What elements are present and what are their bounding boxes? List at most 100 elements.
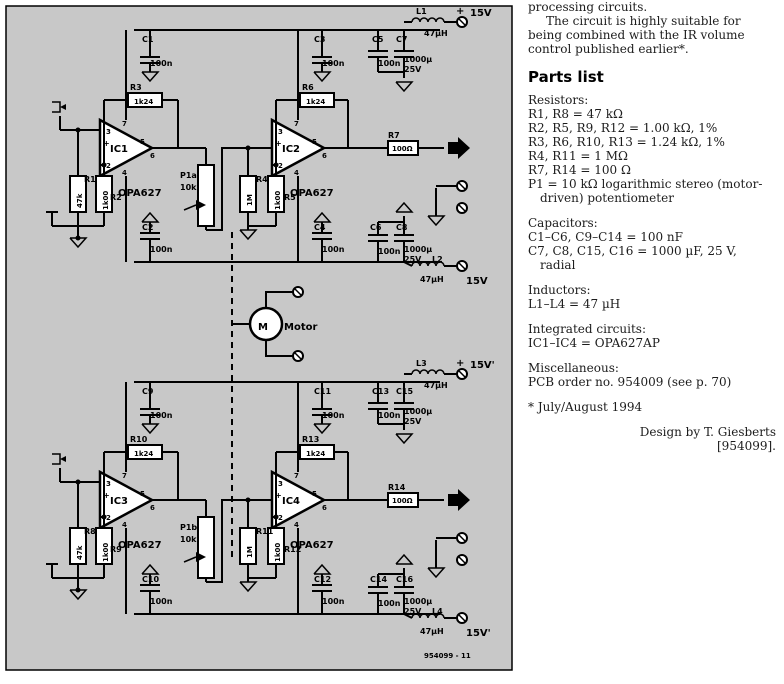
part-line: C7, C8, C15, C16 = 1000 µF, 25 V, (528, 244, 737, 258)
opamp-type-label: OPA627 (118, 540, 162, 551)
part-line: P1 = 10 kΩ logarithmic stereo (motor- (528, 177, 763, 191)
opamp-plus-sign: + (275, 139, 282, 148)
component-value: 100n (150, 411, 173, 420)
pin-number: 3 (278, 128, 283, 136)
opamp-symbol (98, 469, 155, 531)
section-title: Capacitors: (528, 216, 598, 230)
supply-label: 15V (466, 276, 488, 287)
section-resistors: Resistors: R1, R8 = 47 kΩ R2, R5, R9, R1… (528, 93, 776, 205)
part-line: R7, R14 = 100 Ω (528, 163, 631, 177)
pin-number: 6 (150, 504, 155, 512)
component-value: 1000µ (404, 407, 432, 416)
component-value: 1k00 (274, 191, 282, 210)
terminal-slash (294, 352, 302, 360)
component-label: C12 (314, 575, 331, 584)
component-value: 47k (76, 545, 84, 560)
wire (403, 261, 413, 267)
component-value: 47µH (420, 275, 444, 284)
pin-number: 7 (122, 120, 127, 128)
pin-number: 2 (106, 162, 111, 170)
component-value: 100n (322, 411, 345, 420)
section-title: Resistors: (528, 93, 589, 107)
pin-number: 6 (322, 504, 327, 512)
terminal-slash (458, 182, 466, 190)
ic-label: IC4 (282, 496, 300, 507)
component-label: C6 (370, 223, 382, 232)
component-label: R4 (256, 175, 268, 184)
component-label: L1 (416, 7, 427, 16)
component-label: P1a (180, 171, 197, 180)
part-line: radial (540, 258, 576, 272)
component-value: 47µH (424, 29, 448, 38)
pin-number: 5 (312, 490, 317, 498)
part-line: R3, R6, R10, R13 = 1.24 kΩ, 1% (528, 135, 725, 149)
component-label: L3 (416, 359, 427, 368)
part-line: PCB order no. 954009 (see p. 70) (528, 375, 732, 389)
resistor-body (197, 164, 215, 227)
output-arrow-icon (448, 489, 470, 511)
section-inductors: Inductors: L1–L4 = 47 µH (528, 283, 776, 311)
component-value: 100n (150, 597, 173, 606)
component-label: R12 (284, 545, 301, 554)
section-title: Integrated circuits: (528, 322, 646, 336)
component-label: R9 (110, 545, 122, 554)
terminal-slash (458, 204, 466, 212)
component-label: L2 (432, 255, 443, 264)
credits: Design by T. Giesberts [954099]. (528, 425, 776, 453)
component-label: C13 (372, 387, 389, 396)
resistor-body (197, 516, 215, 579)
pin-number: 7 (122, 472, 127, 480)
component-label: C5 (372, 35, 384, 44)
ground-symbol (395, 201, 414, 213)
figure-code: 954099 - 11 (424, 652, 471, 660)
component-value: C3 (314, 35, 325, 44)
component-value: 1000µ (404, 55, 432, 64)
ground-symbol (69, 237, 88, 249)
component-label: C4 (314, 223, 326, 232)
part-line: R4, R11 = 1 MΩ (528, 149, 628, 163)
section-integrated-circuits: Integrated circuits: IC1–IC4 = OPA627AP (528, 322, 776, 350)
channel-b: 327456IC3OPA627+327456IC4OPA627+C9100nC1… (46, 358, 495, 639)
component-label: R6 (302, 83, 314, 92)
component-value: 10k (180, 535, 197, 544)
junction-dot (245, 497, 251, 503)
component-value: 100n (150, 59, 173, 68)
part-line: IC1–IC4 = OPA627AP (528, 336, 660, 350)
component-value: 1000µ (404, 245, 432, 254)
footnote-block: * July/August 1994 (528, 400, 776, 414)
component-value: 1M (246, 546, 254, 558)
component-value: 100n (378, 59, 401, 68)
ic-label: IC2 (282, 144, 300, 155)
ground-symbol (395, 433, 414, 445)
opamp-type-label: OPA627 (290, 188, 334, 199)
component-label: R1 (84, 175, 96, 184)
input-jack-tip (60, 104, 66, 110)
component-value: 1k24 (134, 98, 153, 106)
terminal-slash (458, 556, 466, 564)
component-label: C9 (142, 387, 154, 396)
intro-paragraph: The circuit is highly suitable for being… (528, 14, 745, 56)
supply-label: 15V' (466, 628, 491, 639)
component-label: C2 (142, 223, 153, 232)
terminal-slash (458, 370, 466, 378)
component-value: 100n (378, 599, 401, 608)
component-label: R2 (110, 193, 122, 202)
component-label: C10 (142, 575, 159, 584)
component-value: 1k00 (102, 191, 110, 210)
output-arrow-icon (448, 137, 470, 159)
component-label: R14 (388, 483, 406, 492)
component-value: 100n (322, 59, 345, 68)
wire (265, 291, 298, 308)
pin-number: 3 (106, 128, 111, 136)
component-value: 100Ω (392, 497, 413, 505)
inductor-coil (435, 261, 445, 267)
terminal-slash (458, 534, 466, 542)
component-label: R10 (130, 435, 148, 444)
component-label: C15 (396, 387, 413, 396)
component-value: 1k00 (102, 543, 110, 562)
terminal-slash (294, 288, 302, 296)
section-miscellaneous: Miscellaneous: PCB order no. 954009 (see… (528, 361, 776, 389)
ground-symbol (427, 567, 446, 579)
component-value: 25V (404, 255, 422, 264)
